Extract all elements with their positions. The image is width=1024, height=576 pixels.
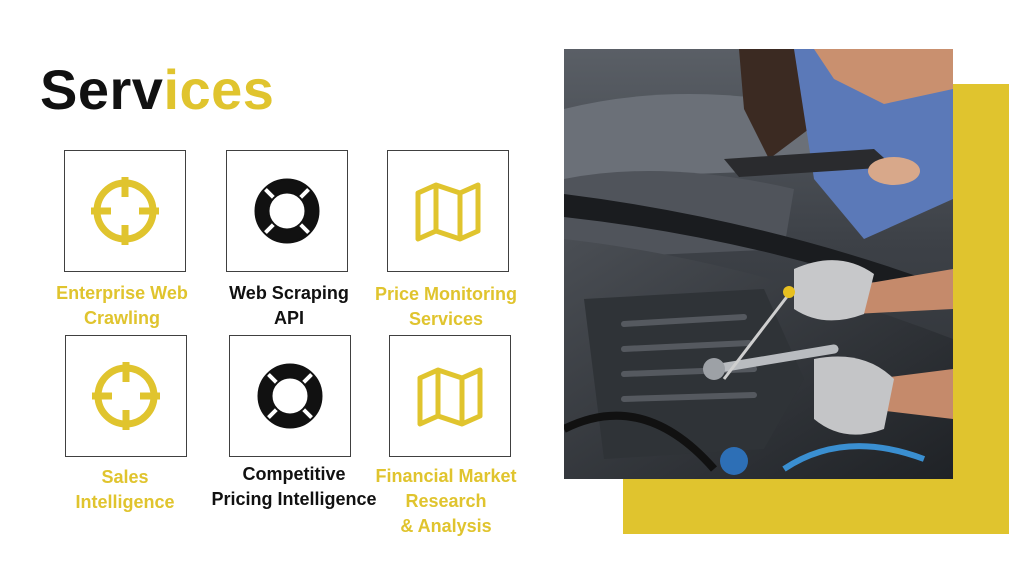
map-icon [417, 367, 483, 427]
service-card-price-monitoring [387, 150, 509, 272]
service-label-web-scraping-api: Web Scraping API [229, 283, 349, 328]
service-label-financial-market-research: Financial Market Research & Analysis [375, 466, 517, 536]
service-card-competitive-pricing [229, 335, 351, 457]
lifebuoy-icon [254, 178, 320, 244]
service-card-enterprise-web-crawling [64, 150, 186, 272]
title-part-dark: Serv [40, 58, 164, 121]
crosshair-icon [91, 177, 159, 245]
service-card-web-scraping-api [226, 150, 348, 272]
service-card-sales-intelligence [65, 335, 187, 457]
title-part-accent: ices [163, 58, 275, 121]
service-label-price-monitoring: Price Monitoring Services [374, 284, 517, 329]
mechanics-engine-photo [564, 49, 953, 479]
map-icon [415, 182, 481, 242]
service-card-financial-market-research [389, 335, 511, 457]
service-label-enterprise-web-crawling: Enterprise Web Crawling [56, 283, 188, 328]
service-label-competitive-pricing: Competitive Pricing Intelligence [211, 464, 377, 509]
crosshair-icon [92, 362, 160, 430]
service-label-sales-intelligence: Sales Intelligence [75, 467, 175, 512]
page-title: Services [40, 62, 274, 118]
lifebuoy-icon [257, 363, 323, 429]
